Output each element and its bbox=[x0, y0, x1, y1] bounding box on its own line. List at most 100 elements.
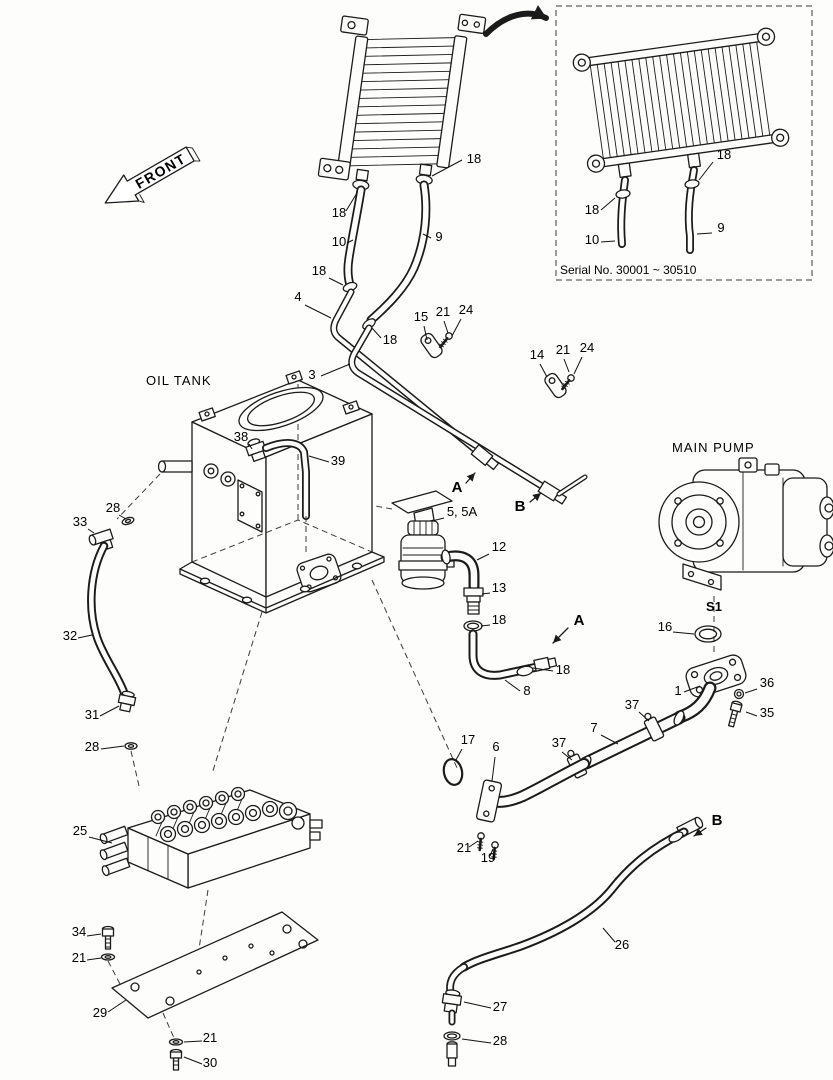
bolt-24 bbox=[558, 372, 577, 393]
part-callout-7: 7 bbox=[590, 720, 597, 735]
callout-leader bbox=[463, 1001, 492, 1009]
part-callout-38: 38 bbox=[234, 429, 248, 444]
part-callout-28: 28 bbox=[493, 1033, 507, 1048]
part-callout-16: 16 bbox=[658, 619, 672, 634]
part-callout-3: 3 bbox=[308, 367, 315, 382]
part-callout-27: 27 bbox=[493, 999, 507, 1014]
part-callout-9: 9 bbox=[717, 220, 724, 235]
inset-oil-cooler bbox=[572, 27, 790, 179]
part-callout-37: 37 bbox=[552, 735, 566, 750]
callout-leader bbox=[561, 751, 573, 761]
callout-leader bbox=[489, 848, 494, 857]
front-direction-arrow: FRONT bbox=[104, 146, 201, 204]
tank-port bbox=[203, 463, 219, 479]
part-callout-18: 18 bbox=[556, 662, 570, 677]
callout-leader bbox=[696, 232, 713, 235]
callout-leader bbox=[346, 239, 354, 244]
callout-leader bbox=[183, 1040, 203, 1043]
pipe-bracket-15 bbox=[420, 332, 443, 359]
part-callout-21: 21 bbox=[436, 304, 450, 319]
part-callout-35: 35 bbox=[760, 705, 774, 720]
filter-body bbox=[400, 534, 446, 584]
part-callout-13: 13 bbox=[492, 580, 506, 595]
fitting-13 bbox=[463, 587, 484, 615]
callout-leader bbox=[461, 1038, 492, 1044]
flow-marker-A: A bbox=[452, 479, 463, 496]
callout-leader bbox=[107, 999, 127, 1013]
callout-leader bbox=[86, 957, 102, 961]
part-callout-18: 18 bbox=[492, 612, 506, 627]
washer-28 bbox=[121, 516, 135, 526]
callout-leader bbox=[455, 748, 463, 761]
callout-leader bbox=[451, 318, 462, 337]
callout-leader bbox=[563, 358, 570, 373]
part-callout-18: 18 bbox=[585, 202, 599, 217]
inset-border bbox=[555, 5, 813, 281]
callout-leader bbox=[602, 927, 616, 943]
pilot-hose-32 bbox=[87, 516, 138, 750]
pump-front-face bbox=[658, 481, 740, 563]
part-callout-34: 34 bbox=[72, 924, 86, 939]
filter-clamp-band bbox=[398, 560, 448, 571]
oil-tank bbox=[157, 370, 385, 614]
hose-8-end-fitting bbox=[533, 656, 558, 672]
part-callout-18: 18 bbox=[467, 151, 481, 166]
part-callout-19: 19 bbox=[481, 850, 495, 865]
callout-leader bbox=[683, 685, 701, 693]
flow-marker-A: A bbox=[574, 612, 585, 629]
part-callout-36: 36 bbox=[760, 675, 774, 690]
bolt-35 bbox=[727, 700, 743, 728]
callout-leader bbox=[468, 840, 479, 848]
part-callout-4: 4 bbox=[294, 289, 301, 304]
suction-flange-1 bbox=[685, 654, 747, 698]
part-callout-39: 39 bbox=[331, 453, 345, 468]
part-callout-18: 18 bbox=[717, 147, 731, 162]
part-callout-24: 24 bbox=[459, 302, 473, 317]
part-callout-14: 14 bbox=[530, 347, 544, 362]
tank-filler-ring bbox=[238, 386, 324, 432]
part-callout-26: 26 bbox=[615, 937, 629, 952]
pipe-3 bbox=[348, 324, 549, 492]
flow-marker-B: B bbox=[712, 812, 723, 829]
tank-left-stub bbox=[161, 460, 193, 473]
callout-leader bbox=[431, 159, 463, 177]
flow-marker-arrows bbox=[465, 472, 707, 837]
callout-leader bbox=[638, 711, 650, 722]
callout-leader bbox=[744, 688, 758, 694]
part-callout-37: 37 bbox=[625, 697, 639, 712]
steel-pipes bbox=[330, 288, 588, 505]
part-callout-5, 5A: 5, 5A bbox=[447, 504, 478, 519]
part-callout-S1: S1 bbox=[706, 599, 722, 614]
part-callout-31: 31 bbox=[85, 707, 99, 722]
callout-leader bbox=[422, 233, 432, 239]
o-ring-16 bbox=[694, 625, 722, 643]
o-ring-17 bbox=[442, 758, 464, 786]
callout-leader bbox=[672, 631, 695, 635]
tank-port bbox=[220, 471, 236, 487]
part-callout-10: 10 bbox=[585, 232, 599, 247]
pump-foot bbox=[682, 563, 722, 591]
serial-variant-inset: Serial No. 30001 ~ 30510 bbox=[555, 5, 813, 281]
callout-leader bbox=[87, 528, 95, 534]
front-label: FRONT bbox=[133, 150, 189, 192]
callout-leader bbox=[328, 277, 344, 286]
part-callout-32: 32 bbox=[63, 628, 77, 643]
main-pump-label: MAIN PUMP bbox=[672, 440, 755, 455]
callout-leader bbox=[248, 443, 253, 450]
part-callout-21: 21 bbox=[203, 1030, 217, 1045]
valve-ports-row-2 bbox=[159, 800, 279, 843]
callout-leader bbox=[476, 553, 490, 561]
cover-plate bbox=[111, 911, 319, 1019]
part-callout-21: 21 bbox=[556, 342, 570, 357]
part-callout-10: 10 bbox=[332, 234, 346, 249]
main-pump bbox=[658, 457, 833, 591]
washer-36 bbox=[733, 688, 745, 700]
filter-bracket bbox=[391, 490, 453, 514]
oil-cooler bbox=[317, 13, 487, 191]
fitting-31 bbox=[117, 690, 137, 713]
part-callout-17: 17 bbox=[461, 732, 475, 747]
callout-leader bbox=[371, 327, 382, 339]
callout-leader bbox=[480, 624, 491, 627]
inset-clamp-18-right bbox=[684, 179, 700, 189]
